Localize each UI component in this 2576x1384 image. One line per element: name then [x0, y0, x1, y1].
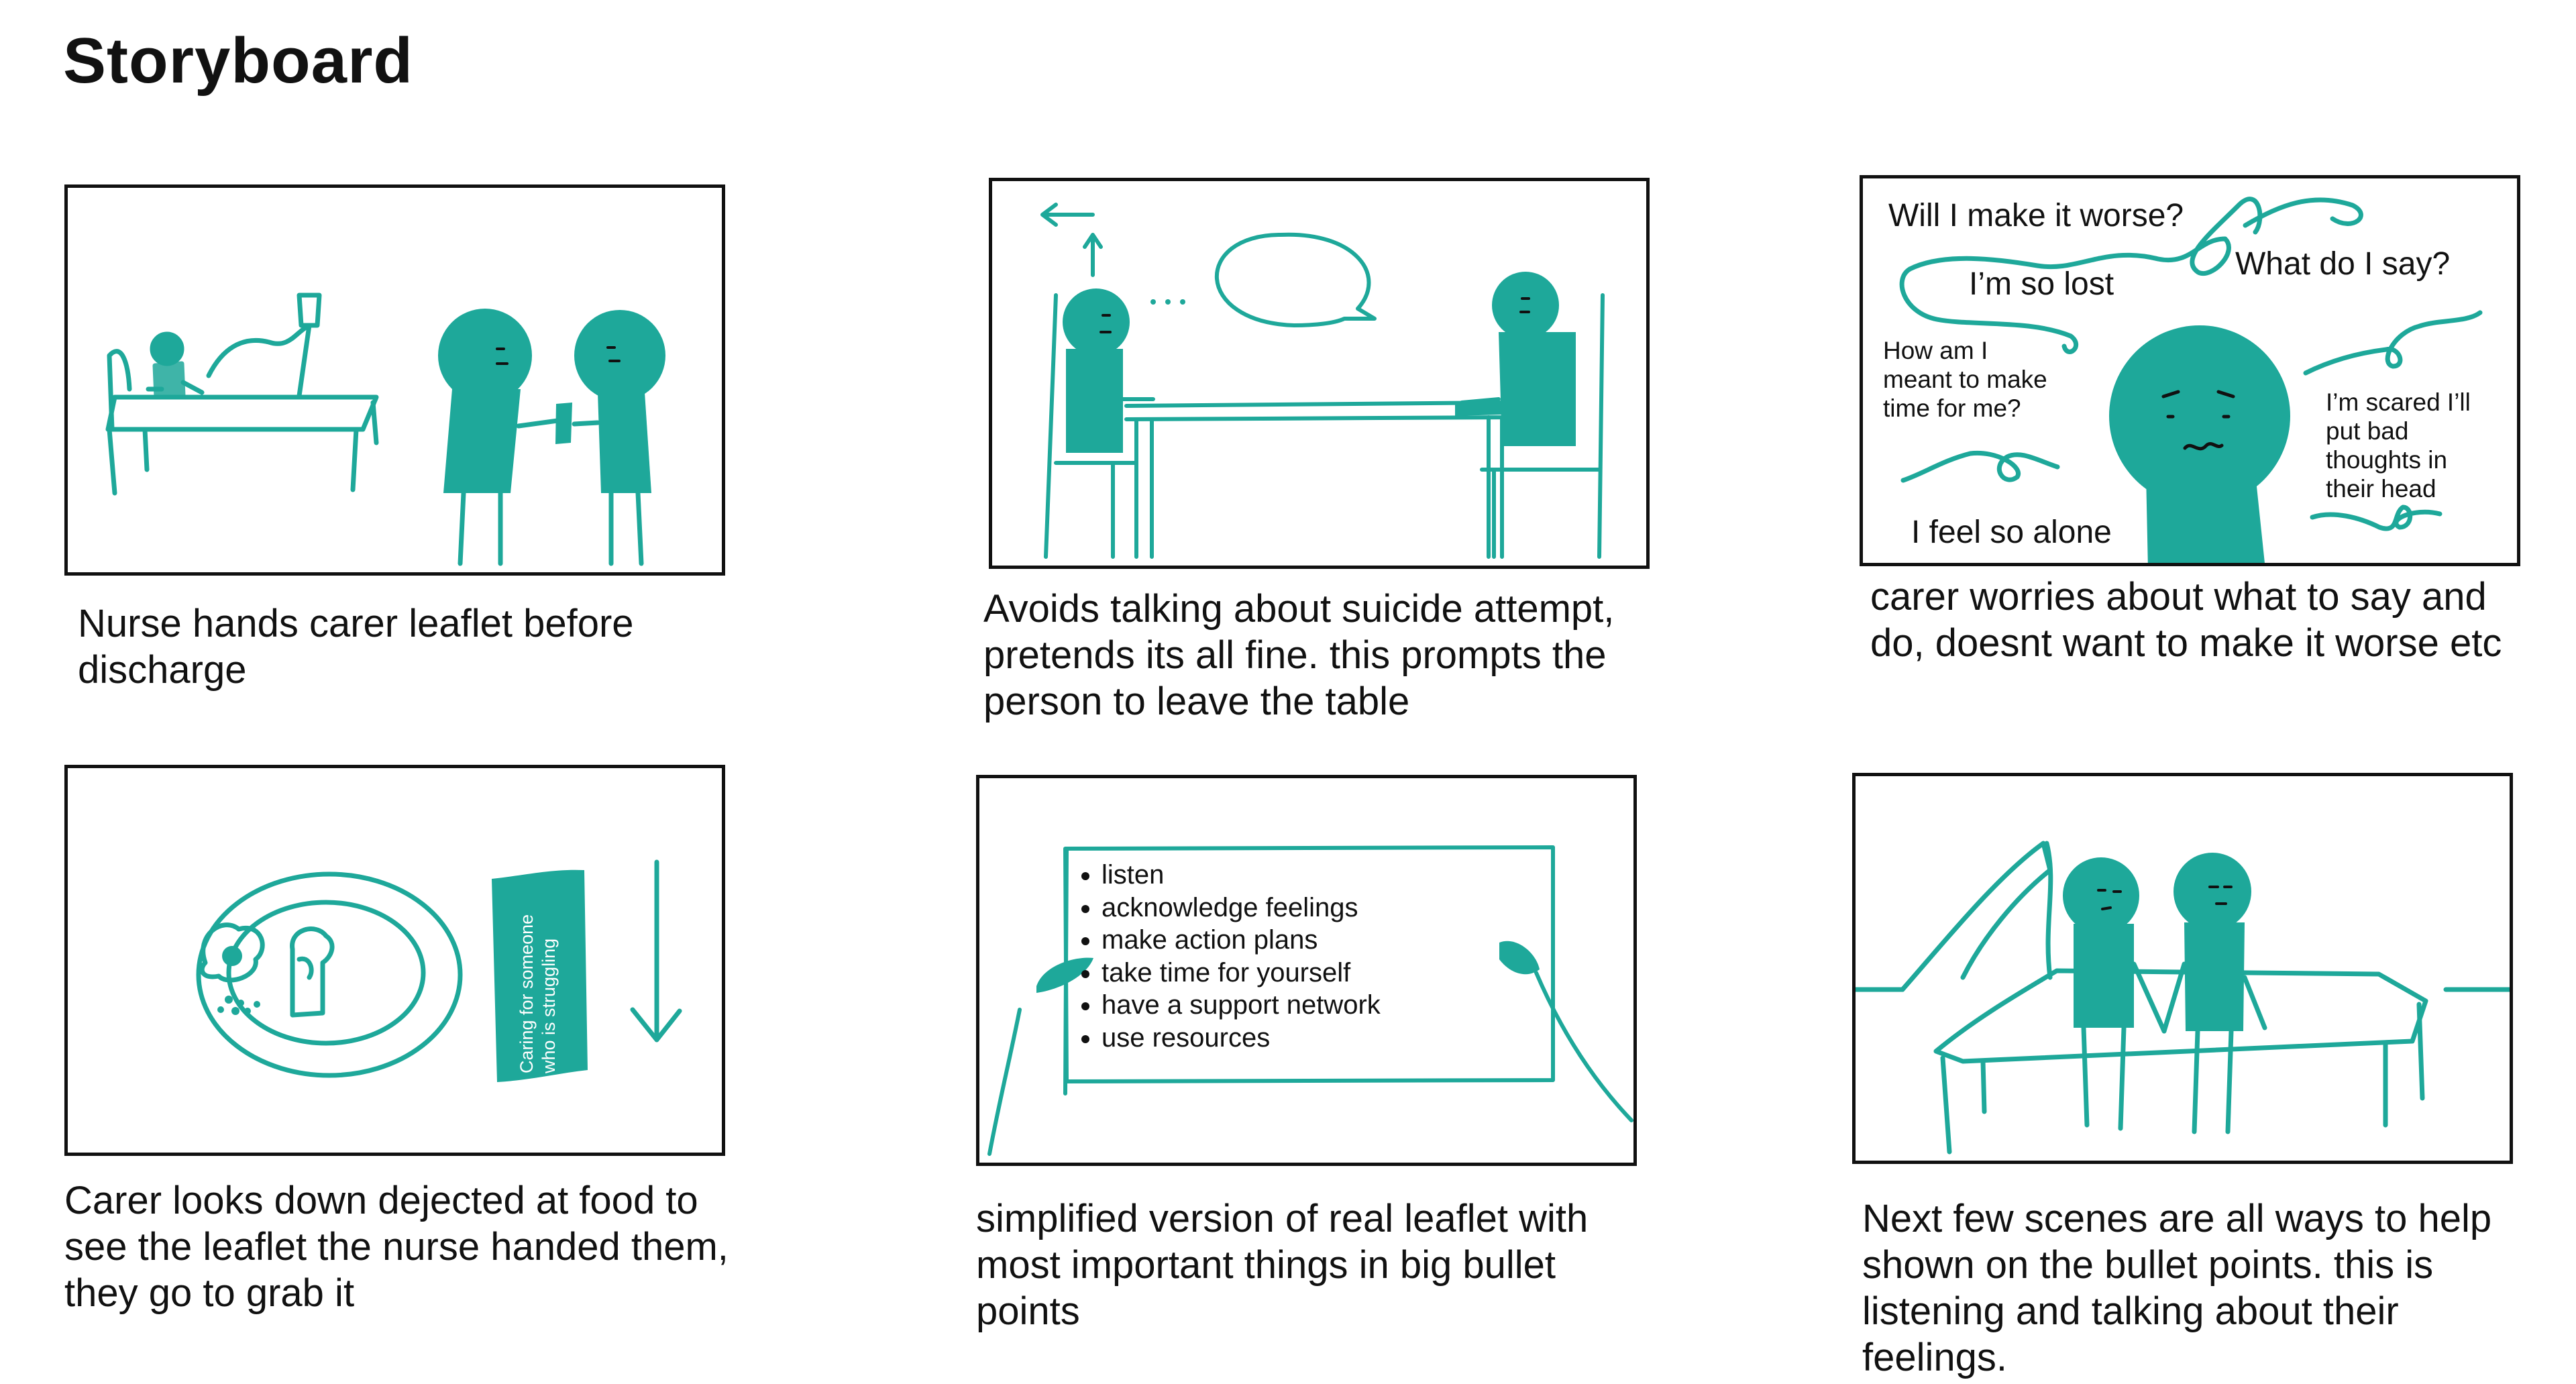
bullet-item: take time for yourself [1102, 957, 1381, 990]
storyboard-panel-5: listen acknowledge feelings make action … [976, 775, 1637, 1166]
panel-1-caption: Nurse hands carer leaflet before dischar… [78, 602, 634, 692]
thought-i-feel-so-alone: I feel so alone [1911, 515, 2112, 550]
bullet-item: listen [1102, 859, 1381, 892]
bullet-item: make action plans [1102, 924, 1381, 957]
plate-and-leaflet-illustration [196, 859, 682, 1082]
panel-5-caption: simplified version of real leaflet with … [976, 1197, 1589, 1333]
panel-3-caption: carer worries about what to say and do, … [1870, 575, 2502, 665]
thought-will-i-make-it-worse: Will I make it worse? [1888, 198, 2184, 233]
thought-im-so-lost: I’m so lost [1969, 266, 2114, 302]
storyboard-panel-1 [64, 184, 725, 576]
storyboard-panel-6 [1852, 773, 2513, 1164]
page-title: Storyboard [63, 25, 414, 97]
leaflet-cover-text: Caring for someone who is struggling [516, 889, 560, 1073]
leaflet-held-illustration [987, 845, 1633, 1156]
thought-how-am-i-meant: How am I meant to make time for me? [1883, 337, 2047, 422]
storyboard-panel-4: Caring for someone who is struggling [64, 765, 725, 1156]
panel-2-caption: Avoids talking about suicide attempt, pr… [983, 587, 1615, 723]
nurse-hands-leaflet-illustration [105, 292, 665, 566]
dinner-table-illustration [1040, 203, 1605, 559]
panel-6-caption: Next few scenes are all ways to help sho… [1862, 1197, 2492, 1379]
leaflet-title: Caring for someone who is struggling [517, 914, 559, 1073]
thought-what-do-i-say: What do I say? [2235, 246, 2451, 282]
worry-thoughts-illustration [1899, 197, 2483, 563]
panel-4-caption: Carer looks down dejected at food to see… [64, 1179, 729, 1315]
leaflet-bullet-list: listen acknowledge feelings make action … [1068, 859, 1381, 1054]
bullet-item: use resources [1102, 1022, 1381, 1055]
bullet-item: acknowledge feelings [1102, 892, 1381, 924]
bullet-item: have a support network [1102, 989, 1381, 1022]
storyboard-panel-2 [989, 178, 1650, 569]
sitting-together-illustration [1856, 841, 2510, 1155]
storyboard-panel-3: Will I make it worse? I’m so lost What d… [1860, 175, 2520, 566]
thought-im-scared: I’m scared I’ll put bad thoughts in thei… [2326, 388, 2471, 502]
